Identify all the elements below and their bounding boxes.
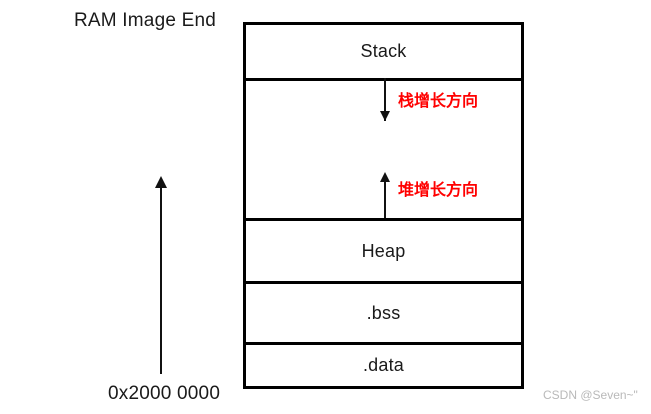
heap-growth-label: 堆增长方向 xyxy=(398,180,479,199)
csdn-watermark: CSDN @Seven~" xyxy=(543,388,638,402)
address-arrow-head-icon xyxy=(155,176,167,188)
memory-region-bss: .bss xyxy=(246,284,521,342)
heap-growth-arrow-head-icon xyxy=(380,172,390,182)
memory-region-stack-label: Stack xyxy=(360,41,407,61)
stack-growth-arrow-shaft xyxy=(384,78,386,121)
divider-stack-free xyxy=(246,78,521,81)
memory-region-heap: Heap xyxy=(246,221,521,281)
memory-region-data: .data xyxy=(246,345,521,386)
memory-map-column: Stack 栈增长方向 堆增长方向 Heap .bss .data xyxy=(243,22,524,389)
heap-growth-arrow-shaft xyxy=(384,180,386,221)
memory-region-bss-label: .bss xyxy=(366,302,401,323)
stack-growth-arrow-head-icon xyxy=(380,111,390,121)
memory-region-heap-label: Heap xyxy=(361,240,406,261)
divider-bss-data xyxy=(246,342,521,345)
memory-region-data-label: .data xyxy=(362,355,405,375)
base-address-label: 0x2000 0000 xyxy=(108,383,221,404)
address-arrow-shaft xyxy=(160,186,162,374)
memory-region-stack: Stack xyxy=(246,25,521,78)
stack-growth-label: 栈增长方向 xyxy=(398,91,479,110)
divider-free-heap xyxy=(246,218,521,221)
divider-heap-bss xyxy=(246,281,521,284)
ram-image-end-label: RAM Image End xyxy=(74,10,216,31)
